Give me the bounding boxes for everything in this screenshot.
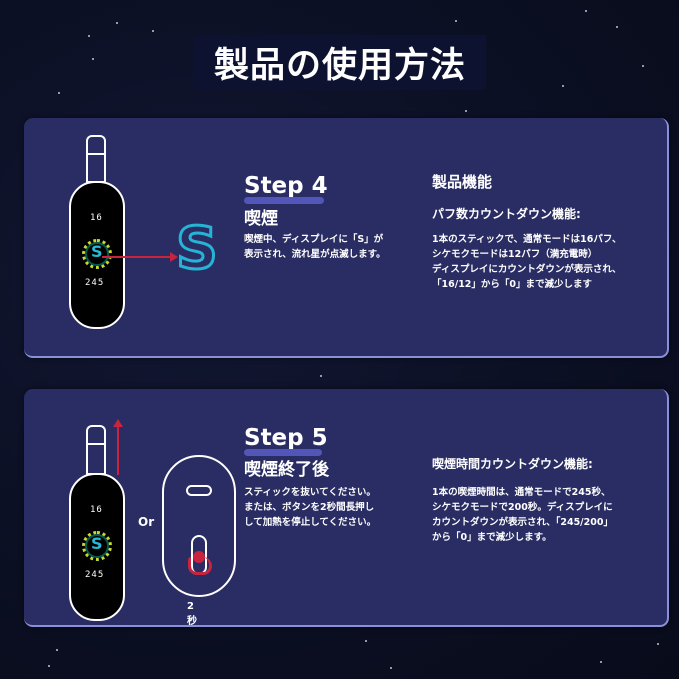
step5-underline [244, 449, 322, 456]
arrow-head-icon [170, 252, 178, 262]
star-decoration [116, 22, 118, 24]
device-body-icon: 16 S 245 [69, 473, 125, 621]
star-decoration [642, 65, 644, 67]
star-decoration [365, 640, 367, 642]
star-decoration [616, 26, 618, 28]
step5-heading: Step 5 [244, 425, 328, 451]
star-decoration [455, 20, 457, 22]
step5-panel: 16 S 245 Or 2秒 Step 5 喫煙終了後 スティックを抜いてくださ… [24, 389, 669, 627]
star-decoration [562, 85, 564, 87]
display-s-icon: S [91, 242, 103, 261]
big-s-logo-icon: S [175, 213, 220, 284]
display-bottom-number: 245 [85, 570, 105, 580]
step4-underline [244, 197, 324, 204]
or-label: Or [138, 515, 155, 529]
star-decoration [48, 665, 50, 667]
star-decoration [88, 35, 90, 37]
star-decoration [92, 58, 94, 60]
star-decoration [56, 649, 58, 651]
shooting-star-ring-icon [82, 531, 112, 561]
device-back-icon [162, 455, 236, 597]
display-top-number: 16 [90, 213, 103, 223]
usb-c-port-icon [186, 485, 212, 496]
step4-description: 喫煙中、ディスプレイに「S」が 表示され、流れ星が点滅します。 [244, 234, 386, 260]
arrow-up-icon [117, 427, 119, 475]
star-decoration [58, 92, 60, 94]
star-decoration [152, 30, 154, 32]
shooting-star-ring-icon [82, 239, 112, 269]
display-bottom-number: 245 [85, 278, 105, 288]
page-title-box: 製品の使用方法 [194, 35, 486, 90]
hand-press-icon [188, 557, 212, 575]
display-top-number: 16 [90, 505, 103, 515]
step4-subtitle: 喫煙 [244, 209, 278, 229]
arrow-right-icon [102, 256, 172, 258]
feature-section-title: 製品機能 [432, 173, 493, 191]
step5-description: スティックを抜いてください。 または、ボタンを2秒間長押し して加熱を停止してく… [244, 487, 377, 528]
star-decoration [465, 110, 467, 112]
press-duration-label: 2秒 [187, 601, 197, 627]
arrow-head-icon [113, 419, 123, 427]
step4-panel: 16 S 245 S Step 4 喫煙 喫煙中、ディスプレイに「S」が 表示さ… [24, 118, 669, 358]
puff-countdown-title: パフ数カウントダウン機能: [432, 207, 581, 221]
star-decoration [600, 661, 602, 663]
step4-heading: Step 4 [244, 173, 328, 199]
star-decoration [320, 375, 322, 377]
star-decoration [390, 667, 392, 669]
star-decoration [585, 10, 587, 12]
time-countdown-title: 喫煙時間カウントダウン機能: [432, 457, 593, 471]
star-decoration [657, 643, 659, 645]
device-body-icon: 16 S 245 [69, 181, 125, 329]
step5-subtitle: 喫煙終了後 [244, 460, 329, 480]
heated-stick-icon [86, 135, 106, 183]
puff-countdown-body: 1本のスティックで、通常モードは16パフ、 シケモクモードは12パフ（満充電時）… [432, 234, 622, 290]
page-title: 製品の使用方法 [213, 46, 466, 86]
time-countdown-body: 1本の喫煙時間は、通常モードで245秒、 シケモクモードで200秒。ディスプレイ… [432, 487, 613, 543]
heated-stick-icon [86, 425, 106, 475]
display-s-icon: S [91, 534, 103, 553]
